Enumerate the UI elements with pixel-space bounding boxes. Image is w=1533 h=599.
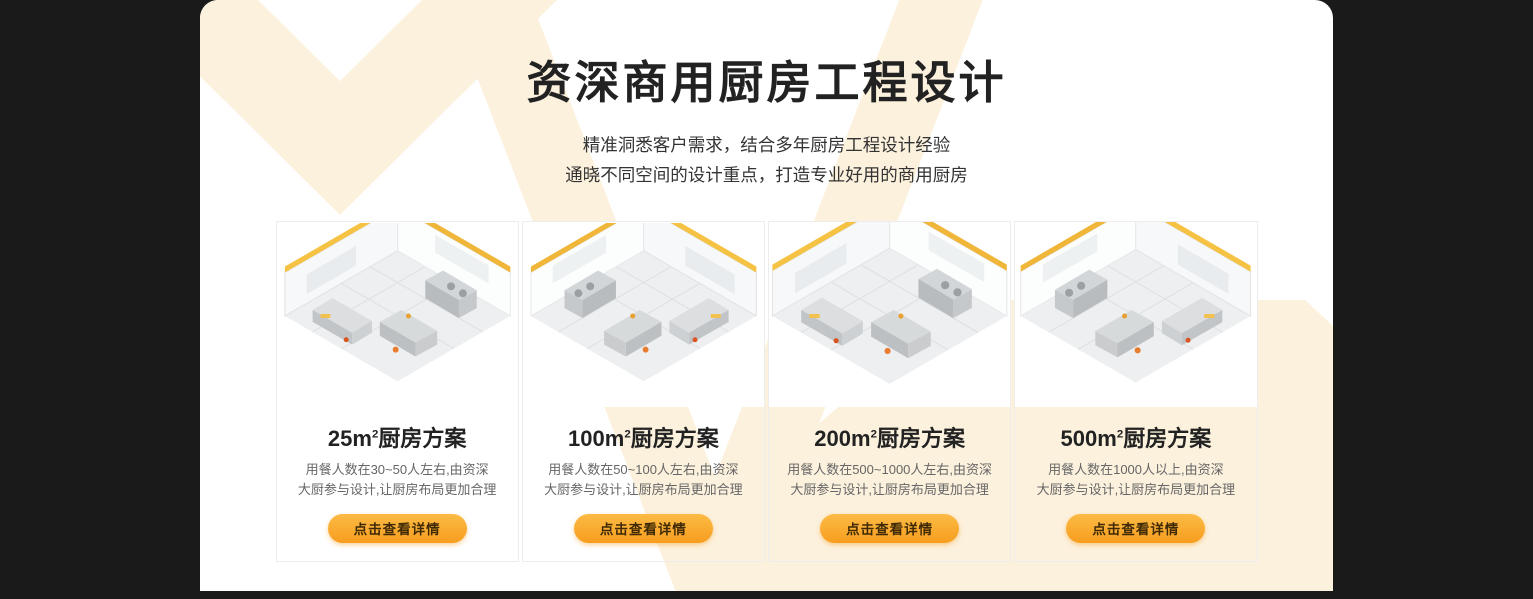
page-subtitle: 精准洞悉客户需求，结合多年厨房工程设计经验 通晓不同空间的设计重点，打造专业好用… xyxy=(200,131,1333,191)
plan-card-row: 25m2厨房方案 用餐人数在30~50人左右,由资深 大厨参与设计,让厨房布局更… xyxy=(275,220,1258,562)
view-details-button[interactable]: 点击查看详情 xyxy=(1066,513,1206,543)
plan-card-100: 100m2厨房方案 用餐人数在50~100人左右,由资深 大厨参与设计,让厨房布… xyxy=(521,220,765,562)
plan-description: 用餐人数在1000人以上,由资深 大厨参与设计,让厨房布局更加合理 xyxy=(1036,461,1236,497)
view-details-button[interactable]: 点击查看详情 xyxy=(573,513,713,543)
view-details-button[interactable]: 点击查看详情 xyxy=(820,513,960,543)
plan-card-200: 200m2厨房方案 用餐人数在500~1000人左右,由资深 大厨参与设计,让厨… xyxy=(768,220,1012,562)
page-title: 资深商用厨房工程设计 xyxy=(526,57,1007,108)
plan-card-25: 25m2厨房方案 用餐人数在30~50人左右,由资深 大厨参与设计,让厨房布局更… xyxy=(275,220,519,562)
content-panel: 资深商用厨房工程设计 精准洞悉客户需求，结合多年厨房工程设计经验 通晓不同空间的… xyxy=(200,0,1333,591)
kitchen-render-image-100 xyxy=(522,221,764,407)
plan-title: 200m2厨房方案 xyxy=(814,425,965,451)
plan-title: 100m2厨房方案 xyxy=(568,425,719,451)
kitchen-render-image-200 xyxy=(769,221,1011,407)
kitchen-render-image-25 xyxy=(276,221,518,407)
subtitle-line-1: 精准洞悉客户需求，结合多年厨房工程设计经验 xyxy=(582,135,951,155)
view-details-button[interactable]: 点击查看详情 xyxy=(327,513,467,543)
plan-description: 用餐人数在500~1000人左右,由资深 大厨参与设计,让厨房布局更加合理 xyxy=(787,461,993,497)
plan-title: 25m2厨房方案 xyxy=(327,425,467,451)
plan-description: 用餐人数在30~50人左右,由资深 大厨参与设计,让厨房布局更加合理 xyxy=(297,461,497,497)
kitchen-render-image-500 xyxy=(1015,221,1257,407)
plan-title: 500m2厨房方案 xyxy=(1060,425,1212,451)
plan-description: 用餐人数在50~100人左右,由资深 大厨参与设计,让厨房布局更加合理 xyxy=(544,461,743,497)
plan-card-500: 500m2厨房方案 用餐人数在1000人以上,由资深 大厨参与设计,让厨房布局更… xyxy=(1014,220,1258,562)
subtitle-line-2: 通晓不同空间的设计重点，打造专业好用的商用厨房 xyxy=(565,164,968,185)
